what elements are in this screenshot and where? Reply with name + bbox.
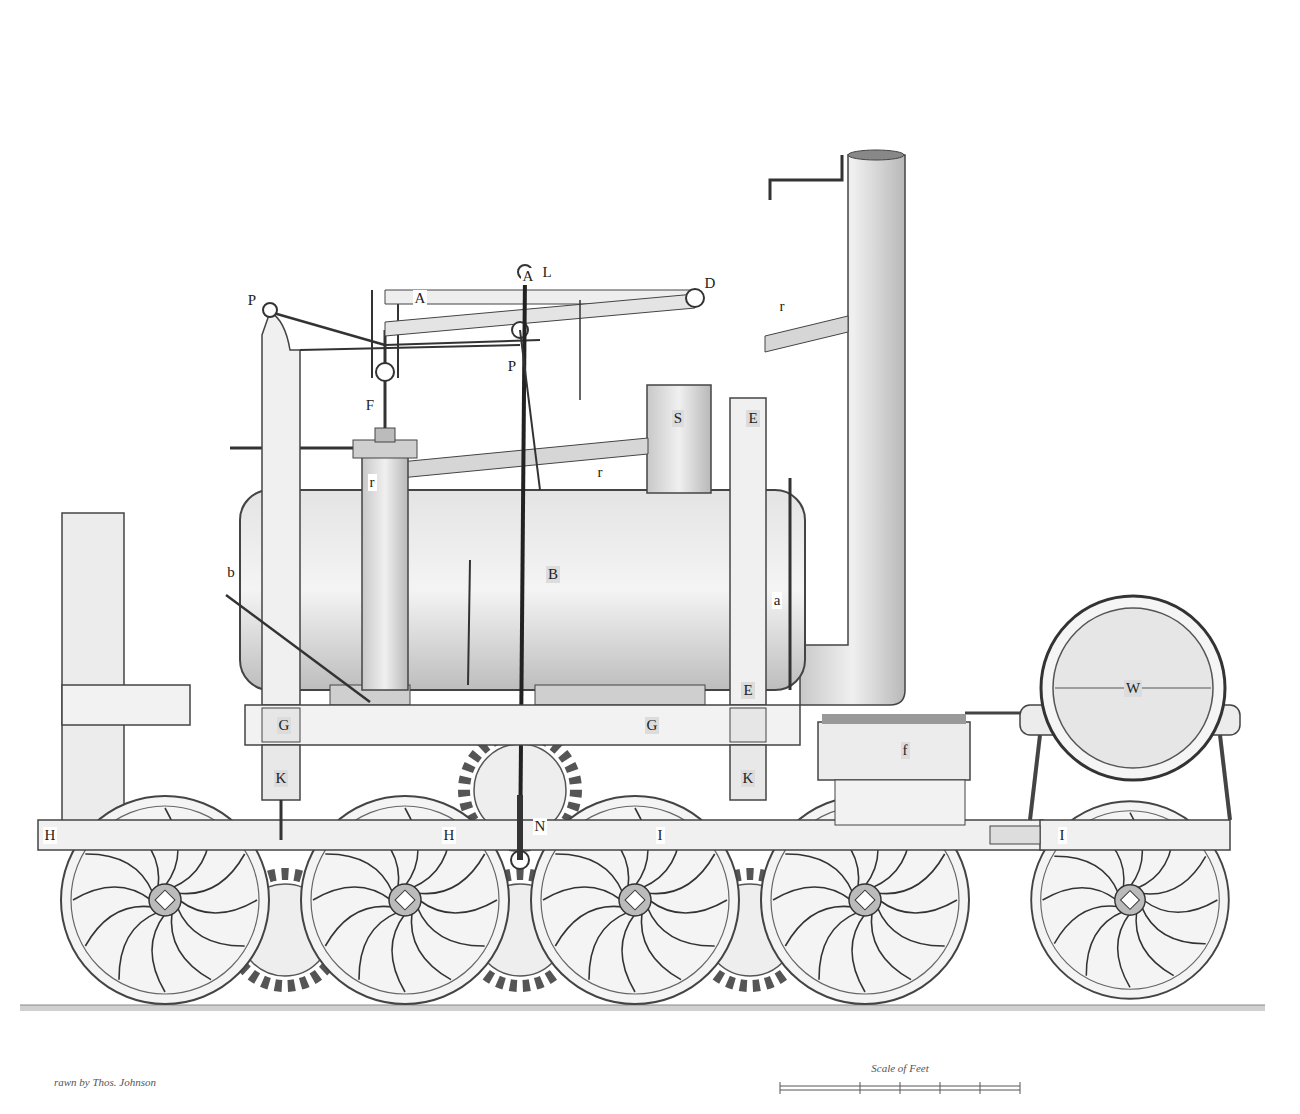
callout-letter: E [741, 682, 754, 699]
engraving-credit: Scale of Feet [869, 1062, 930, 1075]
callout-letter: a [772, 592, 783, 609]
callout-letter: A [521, 268, 536, 285]
callout-letter: G [277, 717, 292, 734]
callout-letter: r [368, 474, 377, 491]
callout-letter: r [596, 464, 605, 481]
callout-letter: L [540, 264, 553, 281]
callout-letter: D [703, 275, 718, 292]
callout-letter: W [1124, 680, 1142, 697]
callout-letter: r [778, 298, 787, 315]
callout-letter: A [413, 290, 428, 307]
callout-letter: E [746, 410, 759, 427]
callout-letter: S [672, 410, 684, 427]
callout-letter: G [645, 717, 660, 734]
callout-letter: I [1058, 827, 1067, 844]
engraving-credit: rawn by Thos. Johnson [52, 1076, 158, 1089]
callout-letter: b [225, 564, 237, 581]
callout-letter: F [364, 397, 376, 414]
callout-letter: K [741, 770, 756, 787]
callout-letter: H [442, 827, 457, 844]
callout-letter: f [901, 742, 910, 759]
callout-letter: H [43, 827, 58, 844]
callout-letter: P [506, 358, 518, 375]
callout-letter: N [533, 818, 548, 835]
callout-letter: I [656, 827, 665, 844]
callout-letter: P [246, 292, 258, 309]
callout-letter: B [546, 566, 560, 583]
callout-letter: K [274, 770, 289, 787]
